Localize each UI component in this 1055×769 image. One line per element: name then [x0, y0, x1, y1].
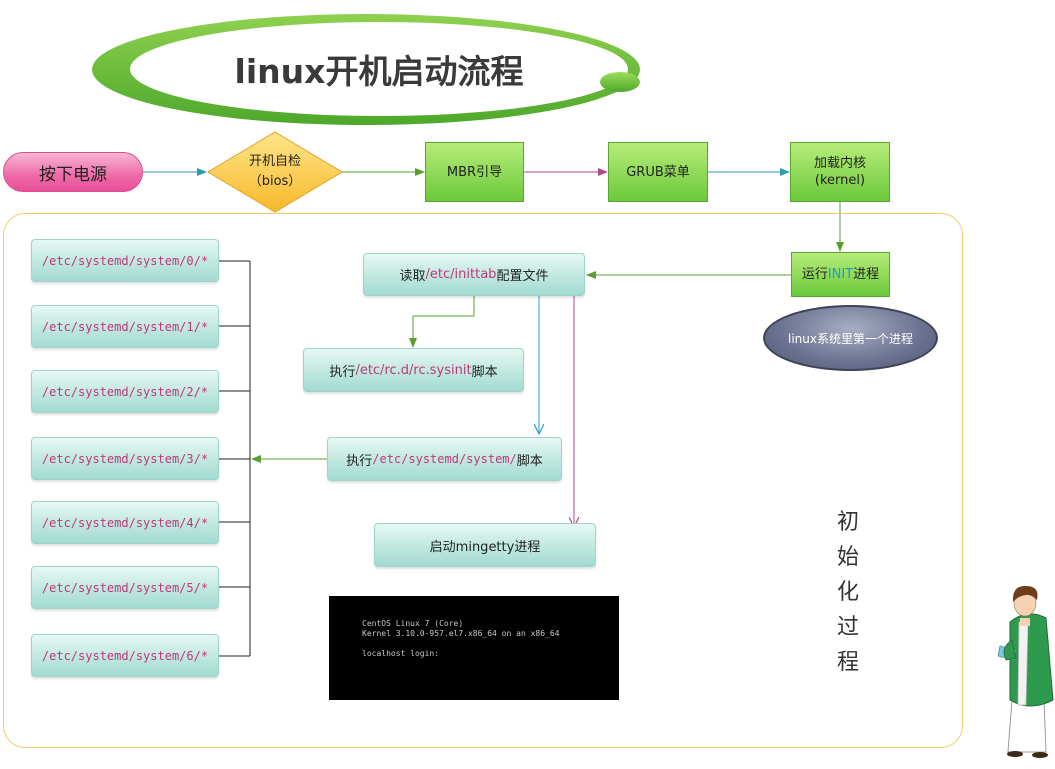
init-label-char-3: 化: [836, 580, 859, 605]
runlevel-5: /etc/systemd/system/5/*: [31, 566, 219, 609]
runlevel-3-label: /etc/systemd/system/3/*: [41, 451, 209, 466]
power-on-node: 按下电源: [3, 152, 143, 192]
init-label-char-4: 过: [836, 615, 859, 640]
exec-systemd-node: 执行/etc/systemd/system/脚本: [327, 437, 562, 481]
kernel-line2: (kernel): [814, 173, 866, 188]
terminal-line-1: CentOS Linux 7 (Core): [362, 619, 464, 628]
runlevel-6: /etc/systemd/system/6/*: [31, 634, 219, 677]
start-mingetty-label: 启动mingetty进程: [429, 539, 541, 555]
kernel-line1: 加载内核: [813, 156, 866, 171]
kernel-node: 加载内核 (kernel): [790, 142, 890, 202]
exec-sysinit-path: /etc/rc.d/rc.sysinit: [355, 362, 472, 378]
init-process-label: 初 始 化 过 程: [826, 505, 870, 680]
runlevel-1-label: /etc/systemd/system/1/*: [41, 319, 209, 334]
exec-systemd-prefix: 执行: [346, 453, 373, 469]
login-terminal: CentOS Linux 7 (Core) Kernel 3.10.0-957.…: [329, 596, 619, 700]
run-init-prefix: 运行: [801, 267, 828, 282]
run-init-suffix: 进程: [853, 267, 880, 282]
mbr-label: MBR引导: [446, 164, 503, 180]
runlevel-5-label: /etc/systemd/system/5/*: [41, 580, 209, 595]
bios-check-node: 开机自检 （bios）: [207, 131, 343, 213]
runlevel-0-label: /etc/systemd/system/0/*: [41, 253, 209, 268]
arrow-inittab-to-sysinit: [409, 296, 475, 348]
exec-systemd-path: /etc/systemd/system/: [372, 452, 517, 466]
terminal-line-4: localhost login:: [362, 649, 440, 658]
runlevel-6-label: /etc/systemd/system/6/*: [41, 648, 209, 663]
bios-line1: 开机自检: [248, 154, 301, 169]
bios-diamond-shape: [207, 131, 343, 213]
title-banner-dot: [600, 72, 640, 92]
init-label-char-5: 程: [836, 650, 859, 675]
runlevel-1: /etc/systemd/system/1/*: [31, 305, 219, 348]
runlevel-0: /etc/systemd/system/0/*: [31, 239, 219, 282]
mbr-node: MBR引导: [425, 142, 524, 202]
init-label-char-1: 初: [836, 510, 859, 535]
read-inittab-prefix: 读取: [399, 269, 426, 284]
terminal-line-3: [362, 639, 619, 649]
init-process-frame: [3, 213, 963, 748]
exec-systemd-suffix: 脚本: [516, 453, 543, 469]
title-banner: linux开机启动流程: [130, 22, 628, 116]
init-label-char-2: 始: [836, 545, 859, 570]
read-inittab-suffix: 配置文件: [496, 269, 549, 284]
runlevel-4-label: /etc/systemd/system/4/*: [41, 515, 209, 530]
grub-label: GRUB菜单: [626, 164, 690, 180]
start-mingetty-node: 启动mingetty进程: [374, 523, 596, 567]
runlevel-4: /etc/systemd/system/4/*: [31, 501, 219, 544]
run-init-highlight: INIT: [827, 267, 854, 282]
bios-line2: （bios）: [248, 174, 302, 189]
runlevel-bracket: [219, 260, 251, 657]
grub-node: GRUB菜单: [608, 142, 708, 202]
person-illustration: [997, 585, 1054, 758]
first-process-note: linux系统里第一个进程: [763, 305, 938, 371]
exec-sysinit-suffix: 脚本: [471, 364, 498, 380]
runlevel-2-label: /etc/systemd/system/2/*: [41, 384, 209, 399]
runlevel-3: /etc/systemd/system/3/*: [31, 437, 219, 480]
read-inittab-path: /etc/inittab: [425, 267, 497, 282]
exec-sysinit-prefix: 执行: [329, 364, 356, 380]
terminal-line-2: Kernel 3.10.0-957.el7.x86_64 on an x86_6…: [362, 629, 560, 638]
page-title: linux开机启动流程: [234, 52, 524, 91]
runlevel-2: /etc/systemd/system/2/*: [31, 370, 219, 413]
